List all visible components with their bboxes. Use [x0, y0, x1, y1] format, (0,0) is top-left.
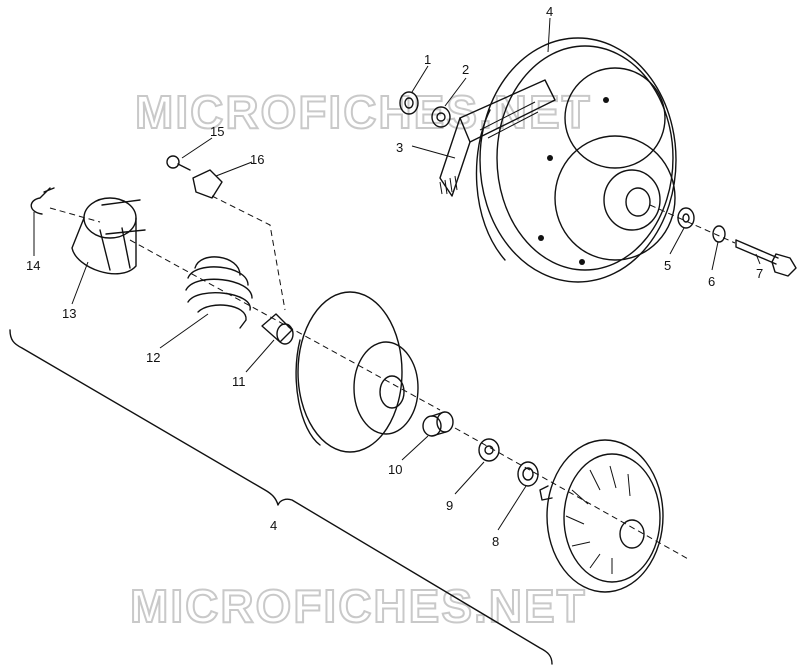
screw-part-15: [166, 155, 191, 171]
callout-6: 6: [708, 274, 715, 289]
callout-4-top: 4: [546, 4, 553, 19]
callout-15: 15: [210, 124, 224, 139]
watermark-top: MICROFICHES.NET: [135, 86, 592, 138]
callout-11: 11: [232, 374, 246, 389]
callout-14: 14: [26, 258, 40, 273]
leader-lines: [33, 17, 761, 531]
button-part-16: [192, 169, 223, 199]
fixed-sheave: [539, 439, 664, 593]
drive-belt: [439, 79, 556, 197]
callout-16: 16: [250, 152, 264, 167]
bushing-part-11: [261, 313, 294, 345]
callout-3: 3: [396, 140, 403, 155]
callout-8: 8: [492, 534, 499, 549]
callout-2: 2: [462, 62, 469, 77]
bushing-part-10: [422, 411, 454, 437]
watermark-bottom: MICROFICHES.NET: [130, 580, 587, 632]
drive-clutch-sheave: [475, 37, 677, 283]
snap-ring-part-14: [30, 187, 55, 215]
washer-part-5: [677, 207, 695, 229]
callout-1: 1: [424, 52, 431, 67]
bolt-part-7: [735, 239, 797, 277]
movable-sheave: [295, 291, 419, 453]
callout-9: 9: [446, 498, 453, 513]
callout-4-assembly: 4: [270, 518, 277, 533]
washer-part-2: [431, 106, 451, 128]
callout-10: 10: [388, 462, 402, 477]
callout-12: 12: [146, 350, 160, 365]
washer-part-9: [478, 438, 500, 462]
callout-5: 5: [664, 258, 671, 273]
spring-part-12: [185, 256, 253, 329]
lock-washer-part-6: [712, 225, 726, 243]
callout-7: 7: [756, 266, 763, 281]
assembly-bracket: [9, 329, 553, 665]
cam-part-13: [71, 197, 146, 275]
washer-part-8: [517, 461, 539, 487]
washer-part-1: [399, 91, 419, 115]
callout-13: 13: [62, 306, 76, 321]
